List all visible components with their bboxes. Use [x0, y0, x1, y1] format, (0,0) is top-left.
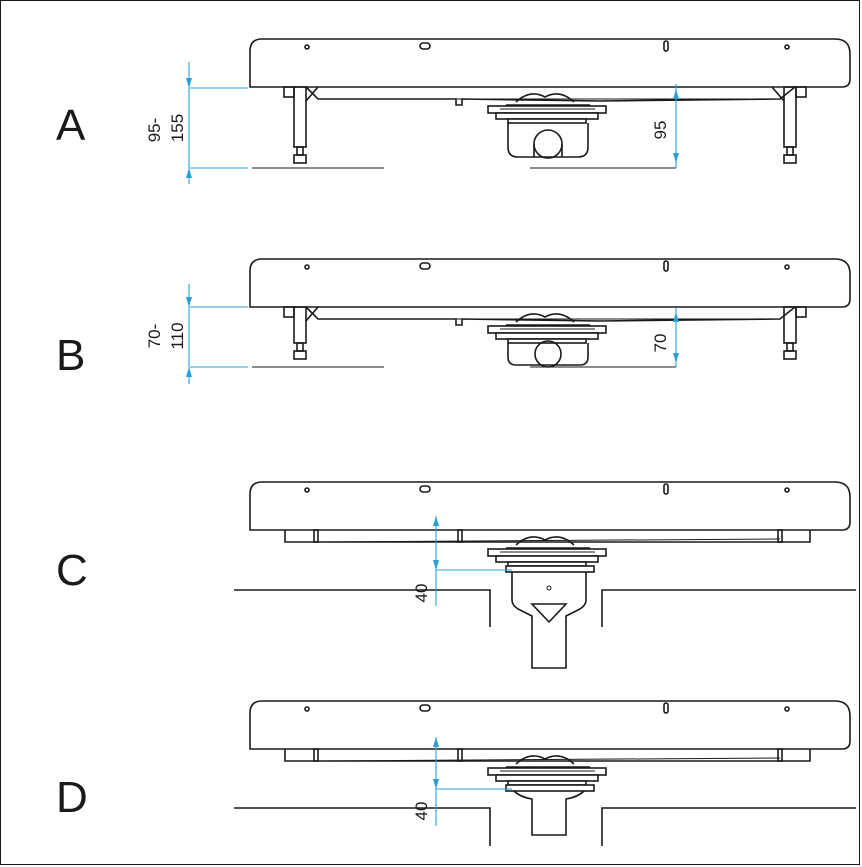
panel-d: D 40: [56, 700, 856, 846]
tray-section-a: [249, 38, 851, 169]
tray-section-d: [234, 700, 856, 846]
svg-text:70-: 70-: [145, 324, 164, 349]
svg-text:40: 40: [412, 802, 431, 821]
tray-section-c: [234, 481, 856, 669]
tray-section-b: [249, 258, 851, 368]
panel-a: A 95- 155: [56, 38, 851, 184]
dimension-fixed-b: 70: [651, 308, 679, 367]
svg-text:70: 70: [651, 334, 670, 353]
panel-label-d: D: [56, 773, 88, 822]
dimension-fixed-a: 95: [651, 84, 679, 168]
dimension-fixed-c: 40: [412, 516, 512, 606]
panel-label-c: C: [56, 546, 88, 595]
svg-text:95-: 95-: [145, 118, 164, 143]
svg-text:110: 110: [168, 322, 187, 349]
panel-label-a: A: [56, 101, 86, 150]
panel-b: B 7: [56, 258, 851, 384]
svg-text:40: 40: [412, 584, 431, 603]
dimension-range-a: 95- 155: [145, 62, 248, 184]
svg-text:95: 95: [651, 121, 670, 140]
svg-text:155: 155: [168, 114, 187, 142]
panel-c: C 40: [56, 481, 856, 669]
panel-label-b: B: [56, 331, 85, 380]
dimension-fixed-d: 40: [412, 737, 512, 826]
dimension-range-b: 70- 110: [145, 284, 248, 384]
